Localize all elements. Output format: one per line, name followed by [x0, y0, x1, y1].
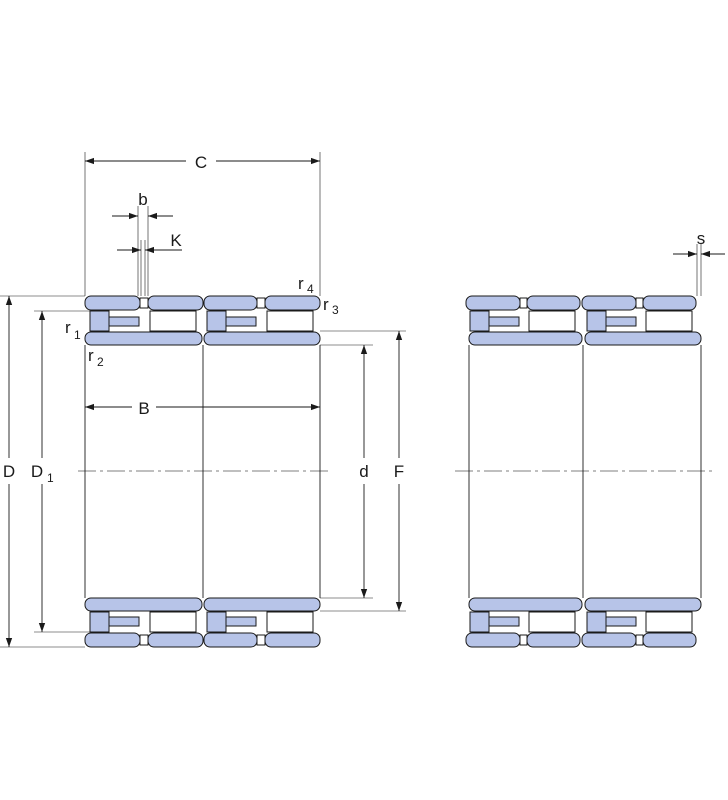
label-r4: r: [298, 274, 304, 293]
roller-2: [149, 310, 197, 332]
label-b: b: [138, 190, 147, 209]
left-bottom-rollers: [89, 611, 314, 633]
roller: [488, 316, 520, 327]
outer-ring-segment: [84, 632, 141, 648]
outer-ring-segment: [203, 295, 258, 311]
outer-ring-segment: [203, 632, 258, 648]
roller: [605, 616, 637, 627]
inner-ring: [584, 331, 702, 346]
label-r4-subscript: 4: [307, 282, 314, 296]
outer-ring-segment: [264, 632, 321, 648]
outer-ring-segment: [526, 632, 581, 648]
roller: [645, 310, 693, 332]
left-bottom-outer-rings: [84, 632, 321, 648]
outer-ring-segment: [147, 632, 204, 648]
lubrication-hole: [635, 297, 644, 309]
outer-ring-segment: [581, 295, 637, 311]
label-d1: D: [31, 462, 43, 481]
label-r2: r: [88, 346, 94, 365]
outer-ring-segment: [264, 295, 321, 311]
cage-left-1: [89, 310, 110, 332]
roller-4: [266, 310, 314, 332]
inner-ring: [468, 597, 583, 612]
label-k: K: [170, 231, 182, 250]
outer-ring-segment: [465, 632, 521, 648]
label-r2-subscript: 2: [97, 355, 104, 369]
label-f: F: [394, 462, 404, 481]
outer-ring-segment: [84, 295, 141, 311]
roller-8: [266, 611, 314, 633]
inner-ring-bottom-2: [203, 597, 321, 612]
cage: [469, 310, 490, 332]
outer-ring-segment: [147, 295, 204, 311]
cage-left-2: [206, 310, 227, 332]
label-width-b: B: [138, 399, 149, 418]
inner-ring: [468, 331, 583, 346]
roller-7: [225, 616, 257, 627]
cage-left-4: [206, 611, 227, 633]
cage: [586, 310, 607, 332]
cage: [586, 611, 607, 633]
left-top-outer-rings: [84, 295, 321, 311]
outer-ring-segment: [642, 295, 697, 311]
roller: [645, 611, 693, 633]
roller-6: [149, 611, 197, 633]
inner-ring-bottom-1: [84, 597, 203, 612]
lubrication-hole: [519, 297, 528, 309]
roller: [488, 616, 520, 627]
roller-5: [108, 616, 140, 627]
cage: [469, 611, 490, 633]
inner-ring: [584, 597, 702, 612]
label-r1: r: [65, 318, 71, 337]
lubrication-hole: [139, 634, 149, 646]
label-r3-subscript: 3: [332, 303, 339, 317]
inner-ring-top-1: [84, 331, 203, 346]
roller: [605, 316, 637, 327]
label-r3: r: [323, 295, 329, 314]
roller-1: [108, 316, 140, 327]
outer-ring-segment: [642, 632, 697, 648]
left-view: [84, 295, 321, 648]
label-d1-subscript: 1: [47, 471, 54, 485]
label-s: s: [697, 229, 706, 248]
outer-ring-segment: [465, 295, 521, 311]
roller: [528, 611, 576, 633]
label-r1-subscript: 1: [74, 328, 81, 342]
inner-ring-top-2: [203, 331, 321, 346]
label-outer-diameter-d: D: [3, 462, 15, 481]
roller-3: [225, 316, 257, 327]
label-bore-d: d: [359, 462, 368, 481]
roller: [528, 310, 576, 332]
lubrication-hole: [635, 634, 644, 646]
outer-ring-segment: [581, 632, 637, 648]
label-c: C: [195, 153, 207, 172]
lubrication-hole: [256, 297, 266, 309]
right-view: [465, 295, 702, 648]
lubrication-hole: [139, 297, 149, 309]
outer-ring-segment: [526, 295, 581, 311]
lubrication-hole: [256, 634, 266, 646]
left-top-rollers: [89, 310, 314, 332]
cage-left-3: [89, 611, 110, 633]
lubrication-hole: [519, 634, 528, 646]
